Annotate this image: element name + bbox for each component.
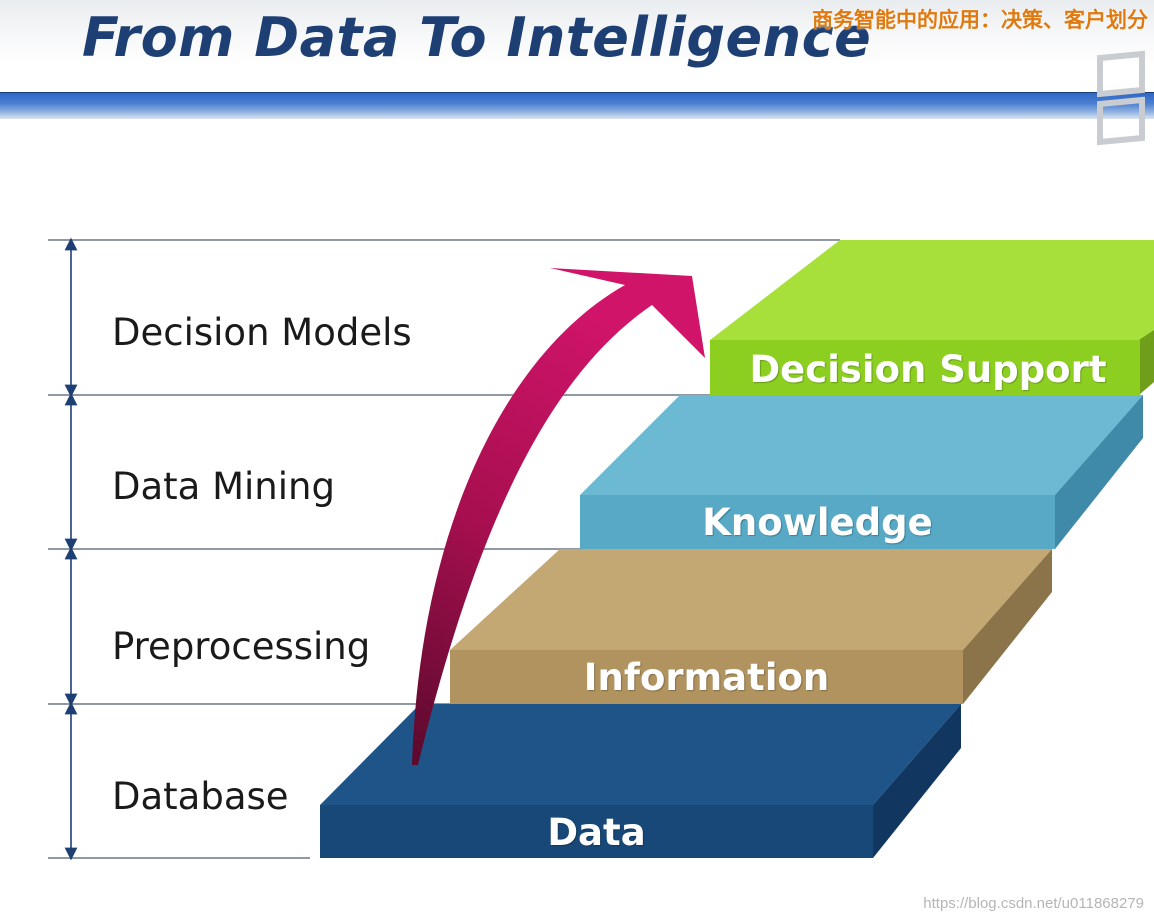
level-label-decision-models: Decision Models bbox=[112, 311, 412, 354]
level-label-database: Database bbox=[112, 775, 289, 818]
step-label-knowledge: Knowledge bbox=[580, 501, 1055, 544]
step-label-data: Data bbox=[320, 811, 873, 854]
blog-url-watermark: https://blog.csdn.net/u011868279 bbox=[923, 895, 1144, 912]
level-label-preprocessing: Preprocessing bbox=[112, 625, 370, 668]
step-label-decision-support: Decision Support bbox=[710, 348, 1146, 391]
level-label-data-mining: Data Mining bbox=[112, 465, 335, 508]
step-label-information: Information bbox=[450, 656, 963, 699]
